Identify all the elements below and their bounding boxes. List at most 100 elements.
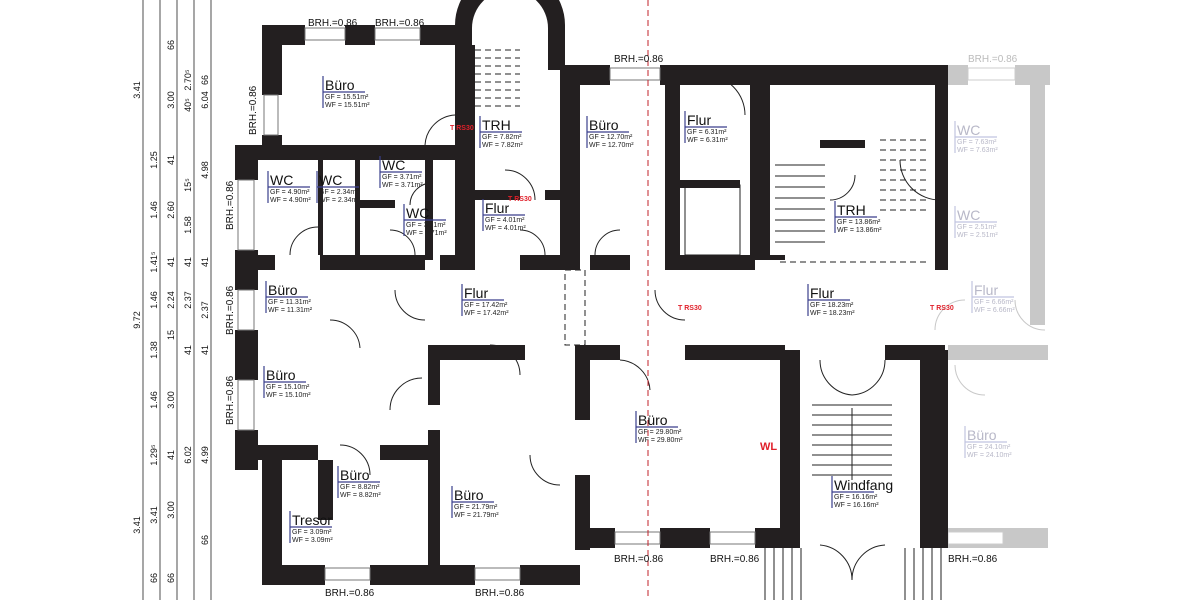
room-gf: GF = 7.82m²: [482, 134, 522, 141]
door-swing: [519, 229, 546, 256]
wall: [440, 255, 475, 270]
room-gf: GF = 16.16m²: [834, 494, 878, 501]
sill-height-label: BRH.=0.86: [248, 85, 259, 135]
room-name: WC: [319, 172, 342, 188]
room-gf: GF = 13.86m²: [837, 219, 881, 226]
ghost-window: [967, 67, 1016, 81]
door-swing: [504, 169, 536, 201]
room-wf: WF = 18.23m²: [810, 310, 855, 317]
wall: [520, 565, 580, 585]
dimension-value: 41: [166, 450, 176, 460]
sill-height-label: BRH.=0.86: [225, 375, 236, 425]
windows: [237, 27, 756, 581]
wall: [345, 25, 375, 45]
wall: [380, 445, 435, 460]
dimension-value: 66: [149, 573, 159, 583]
room-name: WC: [406, 205, 429, 221]
fire-door-label: T RS30: [930, 305, 954, 312]
dimension-value: 66: [200, 75, 210, 85]
room-name: Windfang: [834, 477, 893, 493]
door-swing: [389, 377, 423, 411]
window: [237, 379, 255, 431]
wall: [428, 430, 440, 585]
door-swing: [394, 289, 426, 321]
dimension-value: 41: [200, 345, 210, 355]
room-wf: WF = 4.90m²: [270, 197, 311, 204]
wall: [370, 565, 475, 585]
room-gf: GF = 7.63m²: [957, 139, 997, 146]
ghost-window: [947, 531, 1004, 545]
room-name: Büro: [268, 282, 298, 298]
window: [324, 567, 371, 581]
room-gf: GF = 8.82m²: [340, 484, 380, 491]
room-name: WC: [270, 172, 293, 188]
room-gf: GF = 6.31m²: [687, 129, 727, 136]
door-swing: [819, 359, 853, 396]
room-gf: GF = 12.70m²: [589, 134, 633, 141]
room-name: Tresor: [292, 512, 332, 528]
wall: [685, 345, 785, 360]
room-gf: GF = 24.10m²: [967, 444, 1011, 451]
dimension-value: 66: [166, 573, 176, 583]
dimension-value: 3.41: [149, 506, 159, 524]
dimension-value: 4.98: [200, 161, 210, 179]
room-wf: WF = 11.31m²: [268, 307, 313, 314]
room-gf: GF = 15.10m²: [266, 384, 310, 391]
room-wf: WF = 4.01m²: [485, 225, 526, 232]
sill-height-label: BRH.=0.86: [475, 588, 525, 599]
room-gf: GF = 6.66m²: [974, 299, 1014, 306]
dimension-value: 9.72: [132, 311, 142, 329]
wall: [235, 145, 475, 160]
dimension-value: 2.37: [183, 291, 193, 309]
wall: [665, 255, 755, 270]
dimension-value: 3.41: [132, 516, 142, 534]
room-wf: WF = 3.71m²: [406, 230, 447, 237]
room-wf: WF = 24.10m²: [967, 452, 1012, 459]
sill-height-label: BRH.=0.86: [614, 554, 664, 565]
dimension-chains: 3.419.723.411.251.461.41⁵1.461.381.461.2…: [132, 0, 212, 600]
door-swing: [851, 359, 886, 396]
dimension-value: 2.24: [166, 291, 176, 309]
dimension-value: 2.60: [166, 201, 176, 219]
dimension-value: 2.37: [200, 301, 210, 319]
room-name: Flur: [485, 200, 509, 216]
wall: [262, 460, 282, 585]
window: [304, 27, 346, 41]
dimension-value: 66: [200, 535, 210, 545]
room-wf: WF = 3.71m²: [382, 182, 423, 189]
dimension-value: 41: [183, 257, 193, 267]
wall: [235, 255, 275, 270]
door-swing: [339, 444, 371, 476]
room-gf: GF = 15.51m²: [325, 94, 369, 101]
door-swing: [899, 159, 941, 201]
room-name: Büro: [325, 77, 355, 93]
door-swing: [329, 319, 361, 349]
room-name: Büro: [454, 487, 484, 503]
wall: [262, 565, 325, 585]
wall: [235, 330, 258, 380]
room-wf: WF = 8.82m²: [340, 492, 381, 499]
wall: [258, 445, 318, 460]
room-wf: WF = 3.09m²: [292, 537, 333, 544]
window: [474, 567, 521, 581]
room-gf: GF = 18.23m²: [810, 302, 854, 309]
door-swing: [529, 454, 561, 486]
room-wf: WF = 6.31m²: [687, 137, 728, 144]
room-name: WC: [382, 157, 405, 173]
wall: [320, 255, 425, 270]
room-wf: WF = 13.86m²: [837, 227, 882, 234]
wall: [660, 528, 710, 548]
room-name: Büro: [340, 467, 370, 483]
doors-and-stairs: [289, 49, 942, 600]
